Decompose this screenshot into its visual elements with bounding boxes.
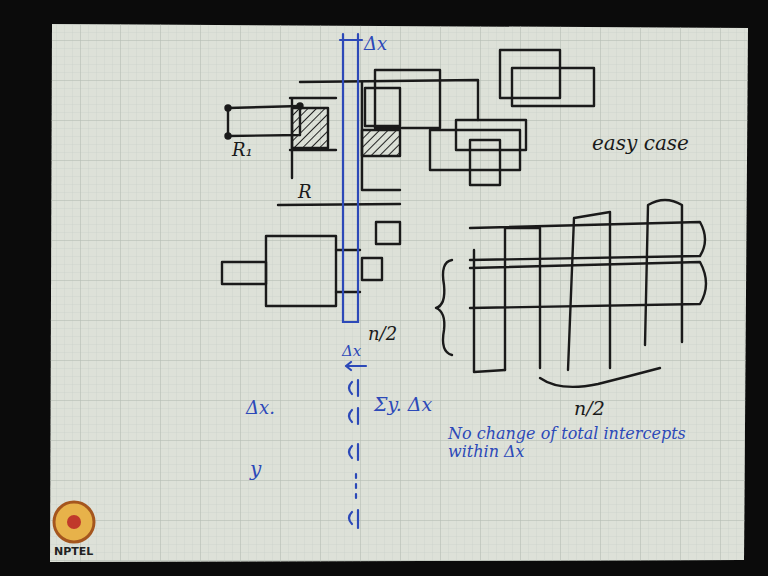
paper (50, 24, 748, 562)
count-label: n/2 (368, 324, 397, 344)
watermark: NPTEL (54, 546, 93, 558)
count-label: n/2 (574, 398, 605, 419)
nptel-logo (54, 502, 94, 542)
note-label: easy case (592, 132, 689, 154)
note-text: No change of total intercepts within Δx (448, 425, 698, 460)
rect-label: R (298, 182, 312, 202)
delta-x-label: Δx (342, 343, 361, 360)
delta-x-label: Δx (364, 34, 387, 54)
sweep-line (340, 34, 366, 528)
rectangles (222, 50, 706, 387)
variable-label: y (250, 458, 261, 480)
sum-formula: Σy. Δx (374, 394, 432, 415)
rect-label: R₁ (232, 140, 253, 160)
delta-x-label: Δx. (246, 398, 275, 418)
